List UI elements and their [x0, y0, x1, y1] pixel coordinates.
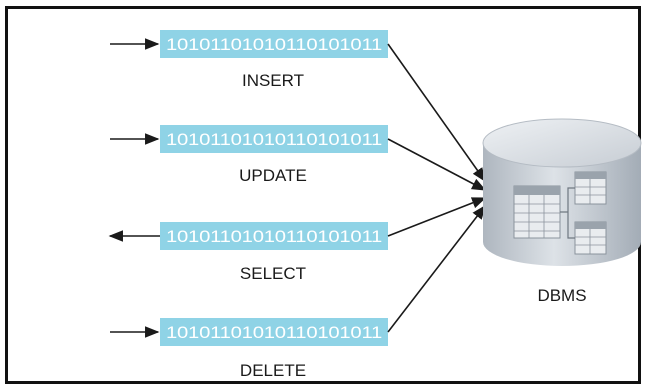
dbms-label: DBMS [537, 286, 586, 305]
operation-label-select: SELECT [240, 264, 306, 283]
operation-label-insert: INSERT [242, 71, 304, 90]
database-cylinder-icon [482, 118, 642, 266]
relationship-connector [560, 187, 575, 239]
operation-row-insert: 10101101010110101011 INSERT [110, 30, 486, 183]
connector-arrow [387, 43, 486, 183]
packet-bar [160, 30, 388, 58]
packet-bits-select: 10101101010110101011 [166, 228, 382, 246]
connector-arrow [387, 138, 487, 191]
operation-row-delete: 10101101010110101011 DELETE [110, 204, 486, 380]
table-icon [574, 221, 607, 255]
cylinder-top [482, 118, 642, 168]
operation-label-delete: DELETE [240, 361, 306, 380]
operation-row-update: 10101101010110101011 UPDATE [110, 125, 487, 191]
operation-label-update: UPDATE [239, 166, 307, 185]
packet-bar [160, 125, 388, 153]
table-icon [574, 171, 607, 205]
packet-bits-update: 10101101010110101011 [166, 131, 382, 149]
packet-bits-delete: 10101101010110101011 [166, 324, 382, 342]
connector-arrow [387, 204, 486, 333]
operation-row-select: 10101101010110101011 SELECT [108, 197, 487, 283]
packet-bar [160, 318, 388, 346]
packet-bar [160, 222, 388, 250]
connector-arrow [387, 197, 487, 237]
packet-bits-insert: 10101101010110101011 [166, 36, 382, 54]
table-icon [513, 185, 561, 239]
